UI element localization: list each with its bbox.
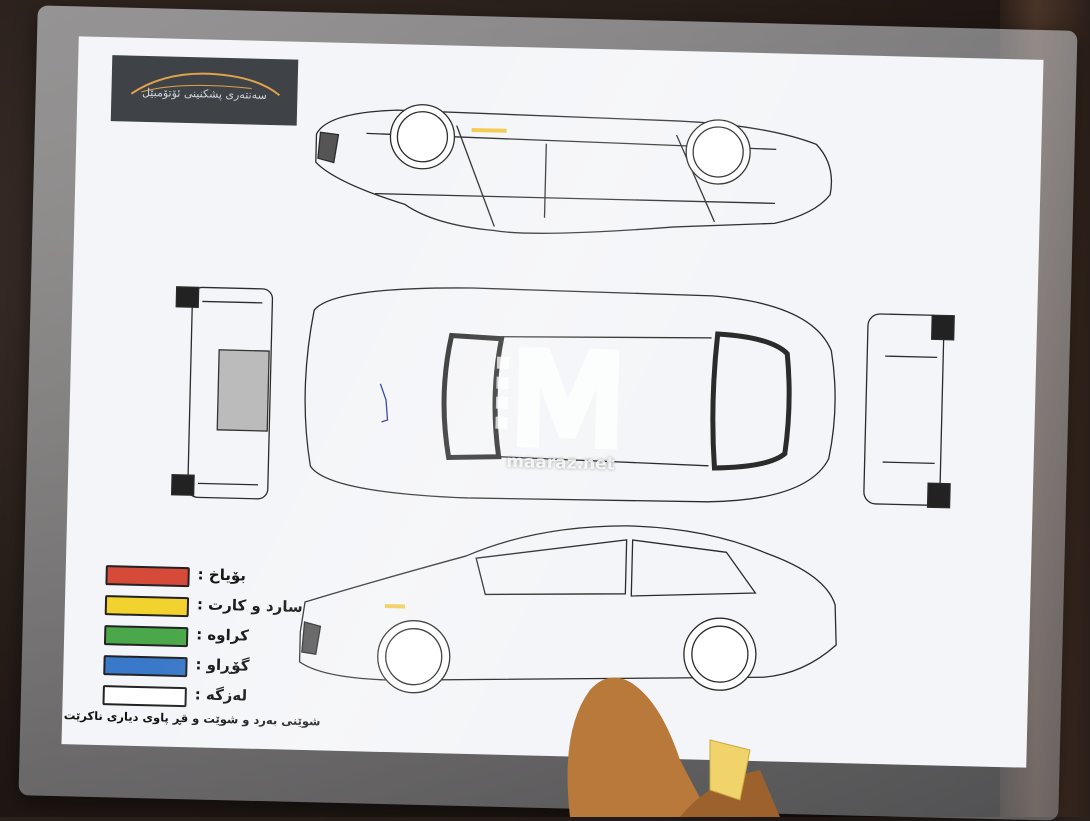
legend-label: گۆڕاو : <box>195 655 325 676</box>
swatch-repaint <box>105 595 189 617</box>
car-view-rear <box>864 314 955 508</box>
swatch-paint <box>105 565 189 587</box>
watermark-text: maaraz.net <box>490 452 630 475</box>
gloved-hand <box>560 670 780 817</box>
legend-label: لەزگە : <box>195 685 325 706</box>
legend-label: سارد و کارت : <box>197 595 327 616</box>
swatch-replaced <box>103 655 187 677</box>
inspection-sheet: سەنتەری پشکنینی ئۆتۆمبێل <box>61 36 1043 767</box>
legend-label: کراوە : <box>196 625 326 646</box>
swatch-scratch <box>102 685 186 707</box>
legend-label: بۆیاخ : <box>197 565 327 586</box>
car-view-front <box>172 287 273 499</box>
car-view-upper <box>314 102 833 240</box>
swatch-opened <box>104 625 188 647</box>
